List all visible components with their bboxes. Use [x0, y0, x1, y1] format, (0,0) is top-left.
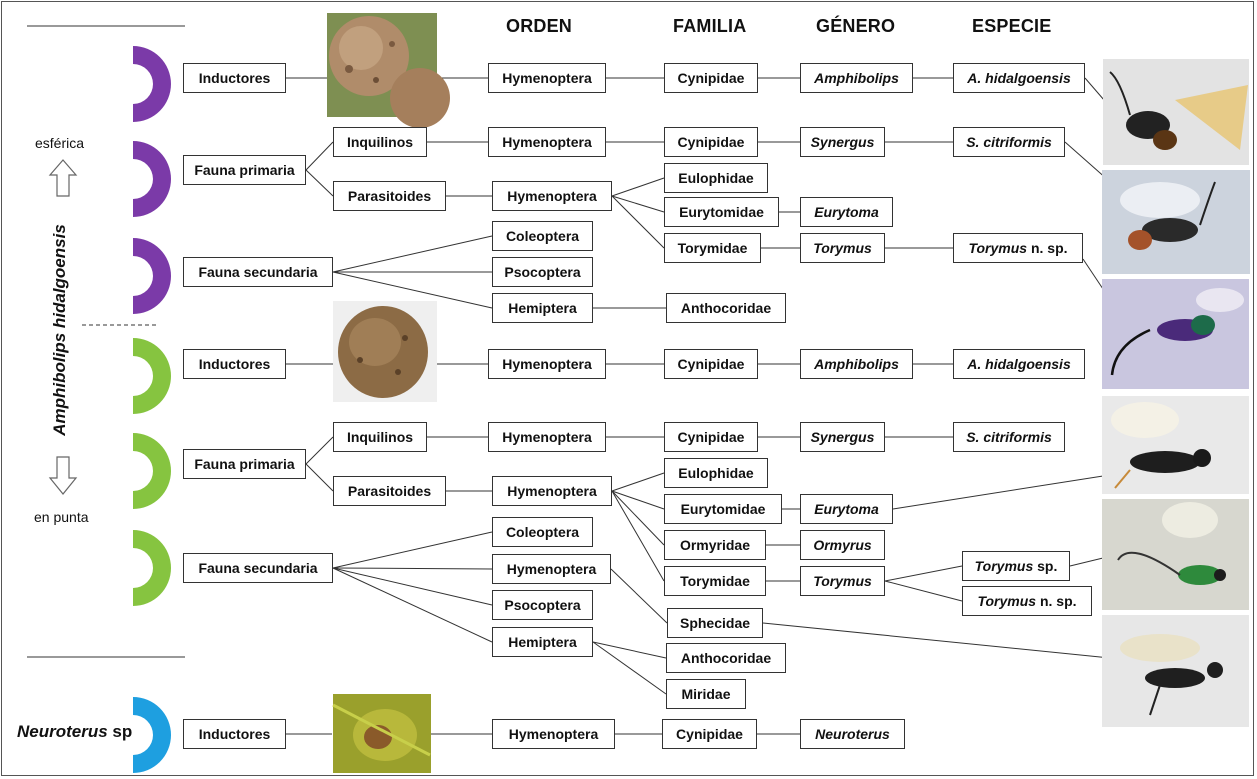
- header-orden: ORDEN: [506, 16, 573, 36]
- box-orden: Hymenoptera: [492, 476, 612, 506]
- box-orden: Hymenoptera: [488, 63, 606, 93]
- box-familia: Eurytomidae: [664, 494, 782, 524]
- shape-label-pointed: en punta: [34, 509, 89, 525]
- box-familia: Cynipidae: [664, 349, 758, 379]
- gall-halfring-icon: [133, 238, 171, 314]
- neuroterus-suffix: sp: [107, 722, 133, 741]
- gall-halfring-icon: [133, 141, 171, 217]
- box-genero: Eurytoma: [800, 494, 893, 524]
- neuroterus-genus: Neuroterus: [17, 722, 108, 741]
- box-especie: Torymus n. sp.: [962, 586, 1092, 616]
- neuroterus-label: Neuroterus sp: [17, 722, 132, 742]
- box-genero: Ormyrus: [800, 530, 885, 560]
- gall-halfring-icon: [133, 338, 171, 414]
- box-genero: Neuroterus: [800, 719, 905, 749]
- box-familia: Cynipidae: [664, 127, 758, 157]
- insect-photo-amphibolips-icon: [1103, 59, 1249, 165]
- box-parasitoides: Parasitoides: [333, 181, 446, 211]
- especie-suffix: n. sp.: [1036, 593, 1077, 609]
- box-familia: Sphecidae: [667, 608, 763, 638]
- gall-photo-pointed-icon: [333, 301, 437, 402]
- box-genero: Torymus: [800, 233, 885, 263]
- species-vertical-label: Amphibolips hidalgoensis: [50, 224, 69, 436]
- box-genero: Synergus: [800, 127, 885, 157]
- box-inductores: Inductores: [183, 63, 286, 93]
- box-fauna-secundaria: Fauna secundaria: [183, 257, 333, 287]
- insect-photo-torymus-sp-icon: [1102, 499, 1249, 610]
- box-genero: Synergus: [800, 422, 885, 452]
- gall-halfring-icon: [133, 46, 171, 122]
- box-especie: Torymus n. sp.: [953, 233, 1083, 263]
- header-familia: FAMILIA: [673, 16, 747, 36]
- box-familia: Anthocoridae: [666, 643, 786, 673]
- box-orden: Psocoptera: [492, 590, 593, 620]
- box-orden: Hemiptera: [492, 293, 593, 323]
- box-orden: Hymenoptera: [492, 719, 615, 749]
- box-orden: Hymenoptera: [488, 349, 606, 379]
- insect-photo-torymus-icon: [1102, 279, 1249, 389]
- box-familia: Eulophidae: [664, 458, 768, 488]
- box-orden: Hymenoptera: [488, 422, 606, 452]
- box-orden: Hymenoptera: [488, 127, 606, 157]
- especie-genus: Torymus: [968, 240, 1028, 256]
- insect-photo-sphecidae-icon: [1102, 615, 1249, 727]
- especie-genus: Torymus: [977, 593, 1037, 609]
- especie-suffix: n. sp.: [1027, 240, 1068, 256]
- box-inductores: Inductores: [183, 349, 286, 379]
- especie-genus: Torymus: [974, 558, 1034, 574]
- box-especie: S. citriformis: [953, 422, 1065, 452]
- gall-halfring-icon: [133, 697, 171, 773]
- gall-photo-spherical-icon: [327, 13, 450, 128]
- box-inductores: Inductores: [183, 719, 286, 749]
- box-especie: A. hidalgoensis: [953, 349, 1085, 379]
- box-fauna-primaria: Fauna primaria: [183, 449, 306, 479]
- box-familia: Eulophidae: [664, 163, 768, 193]
- shape-label-spherical: esférica: [35, 135, 85, 151]
- box-genero: Amphibolips: [800, 349, 913, 379]
- insect-photo-synergus-icon: [1102, 170, 1250, 274]
- box-familia: Ormyridae: [664, 530, 766, 560]
- box-orden: Coleoptera: [492, 517, 593, 547]
- box-genero: Amphibolips: [800, 63, 913, 93]
- box-orden: Coleoptera: [492, 221, 593, 251]
- box-orden: Psocoptera: [492, 257, 593, 287]
- header-especie: ESPECIE: [972, 16, 1052, 36]
- box-familia: Cynipidae: [662, 719, 757, 749]
- box-genero: Eurytoma: [800, 197, 893, 227]
- box-familia: Miridae: [666, 679, 746, 709]
- box-genero: Torymus: [800, 566, 885, 596]
- arrow-down-icon: [48, 456, 78, 495]
- header-genero: GÉNERO: [816, 16, 896, 36]
- box-inquilinos: Inquilinos: [333, 422, 427, 452]
- box-orden: Hymenoptera: [492, 181, 612, 211]
- box-familia: Cynipidae: [664, 63, 758, 93]
- insect-photo-eurytoma-icon: [1102, 396, 1249, 494]
- box-familia: Cynipidae: [664, 422, 758, 452]
- box-familia: Eurytomidae: [664, 197, 779, 227]
- box-fauna-primaria: Fauna primaria: [183, 155, 306, 185]
- box-familia: Torymidae: [664, 566, 766, 596]
- gall-halfring-icon: [133, 530, 171, 606]
- box-parasitoides: Parasitoides: [333, 476, 446, 506]
- box-especie: A. hidalgoensis: [953, 63, 1085, 93]
- especie-suffix: sp.: [1033, 558, 1058, 574]
- box-orden: Hymenoptera: [492, 554, 611, 584]
- gall-halfring-icon: [133, 433, 171, 509]
- box-especie: Torymus sp.: [962, 551, 1070, 581]
- box-especie: S. citriformis: [953, 127, 1065, 157]
- box-fauna-secundaria: Fauna secundaria: [183, 553, 333, 583]
- box-familia: Torymidae: [664, 233, 761, 263]
- arrow-up-icon: [48, 159, 78, 197]
- box-familia: Anthocoridae: [666, 293, 786, 323]
- box-inquilinos: Inquilinos: [333, 127, 427, 157]
- box-orden: Hemiptera: [492, 627, 593, 657]
- gall-photo-neuroterus-icon: [332, 694, 431, 773]
